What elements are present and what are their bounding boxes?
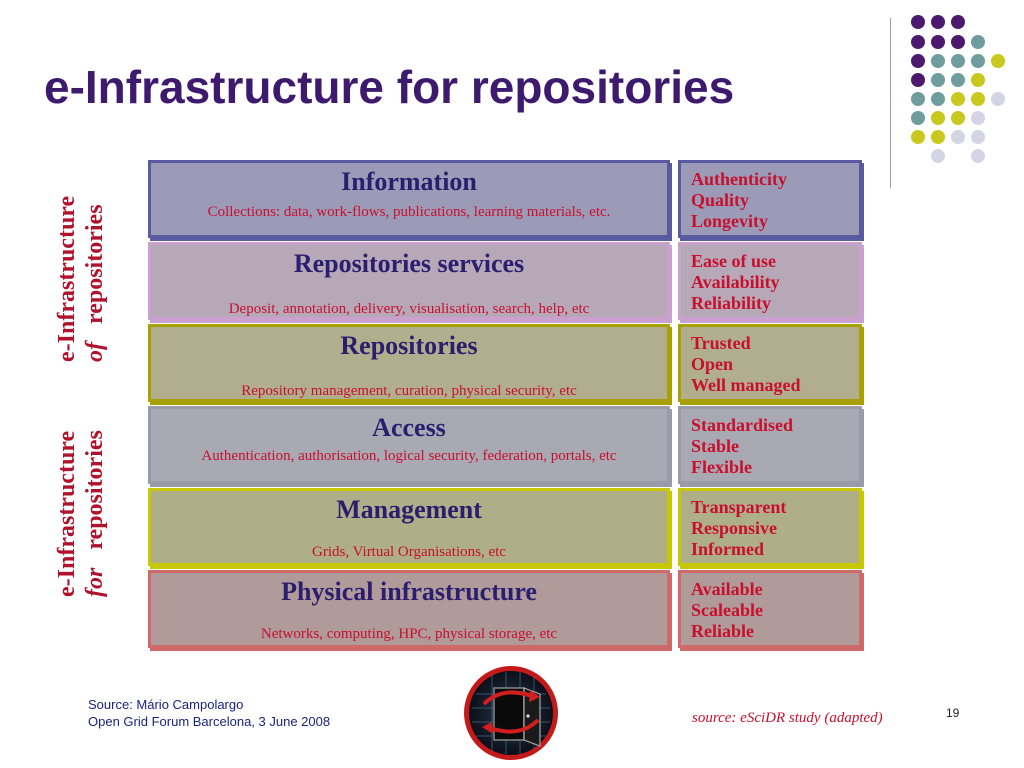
quality-item: Open (691, 354, 734, 374)
decorative-dot (971, 35, 985, 49)
quality-item: Standardised (691, 415, 794, 435)
decorative-dot (911, 15, 925, 29)
layer-band-physical-infrastructure: Physical infrastructure Networks, comput… (148, 570, 670, 648)
layer-description: Authentication, authorisation, logical s… (201, 448, 617, 464)
decorative-dot-grid (911, 15, 1005, 163)
side-label-lower-italic: for (82, 567, 108, 597)
side-label-upper-italic: of (82, 342, 108, 362)
quality-item: Ease of use (691, 251, 776, 271)
layer-band-access: Access Authentication, authorisation, lo… (148, 406, 670, 484)
layer-name: Repositories (340, 331, 478, 360)
quality-item: Available (691, 579, 763, 599)
quality-item: Scaleable (691, 600, 763, 620)
layer-name: Physical infrastructure (281, 577, 537, 606)
quality-item: Well managed (691, 375, 801, 395)
decorative-dot (931, 54, 945, 68)
quality-item: Responsive (691, 518, 778, 538)
decorative-dot (951, 54, 965, 68)
quality-item: Reliability (691, 293, 771, 313)
decorative-dot (971, 111, 985, 125)
side-label-lower-line2: for repositories (81, 430, 109, 597)
decorative-dot (911, 35, 925, 49)
layer-description: Collections: data, work-flows, publicati… (207, 204, 611, 220)
layer-name: Repositories services (293, 249, 525, 278)
decorative-dot (971, 54, 985, 68)
layer-name: Management (336, 495, 482, 524)
decorative-dot (911, 73, 925, 87)
decorative-dot (951, 35, 965, 49)
decorative-dot (931, 35, 945, 49)
quality-item: Authenticity (691, 169, 787, 189)
side-label-upper-line2: of repositories (81, 204, 109, 362)
layer-qualities-information: Authenticity Quality Longevity (678, 160, 862, 238)
layer-qualities-repositories-services: Ease of use Availability Reliability (678, 242, 862, 320)
decorative-dot (951, 111, 965, 125)
decorative-dot (911, 54, 925, 68)
decorative-dot (971, 92, 985, 106)
quality-item: Availability (691, 272, 780, 292)
layer-qualities-physical-infrastructure: Available Scaleable Reliable (678, 570, 862, 648)
layer-qualities-management: Transparent Responsive Informed (678, 488, 862, 566)
study-source: source: eSciDR study (adapted) (692, 710, 883, 726)
decorative-dot (931, 130, 945, 144)
quality-item: Stable (691, 436, 740, 456)
source-line-1: Source: Mário Campolargo (88, 697, 244, 712)
side-label-upper: e-Infrastructure of repositories (53, 195, 113, 362)
page-number: 19 (946, 706, 960, 720)
quality-item: Reliable (691, 621, 754, 641)
side-label-upper-rest: repositories (82, 204, 108, 324)
decorative-dot (971, 149, 985, 163)
decorative-dot (971, 130, 985, 144)
decorative-dot (911, 111, 925, 125)
layer-description: Deposit, annotation, delivery, visualisa… (228, 301, 590, 317)
decorative-dot (951, 15, 965, 29)
layer-description: Grids, Virtual Organisations, etc (312, 544, 506, 560)
layer-band-repositories-services: Repositories services Deposit, annotatio… (148, 242, 670, 320)
layer-name: Access (372, 413, 446, 442)
decorative-divider-line (890, 18, 891, 188)
decorative-dot (911, 130, 925, 144)
decorative-dot (951, 73, 965, 87)
page-title: e-Infrastructure for repositories (44, 61, 735, 113)
door-logo-icon (464, 666, 558, 760)
quality-item: Longevity (691, 211, 769, 231)
decorative-dot (911, 92, 925, 106)
side-label-lower-rest: repositories (82, 430, 108, 550)
layer-description: Networks, computing, HPC, physical stora… (260, 626, 558, 642)
decorative-dot (971, 73, 985, 87)
decorative-dot (931, 73, 945, 87)
decorative-dot (931, 149, 945, 163)
source-credit: Source: Mário Campolargo Open Grid Forum… (88, 696, 330, 730)
decorative-dot (931, 15, 945, 29)
decorative-dot (951, 130, 965, 144)
layer-description: Repository management, curation, physica… (241, 383, 577, 399)
decorative-dot (991, 54, 1005, 68)
quality-item: Flexible (691, 457, 752, 477)
layer-band-information: Information Collections: data, work-flow… (148, 160, 670, 238)
decorative-dot (931, 92, 945, 106)
layer-band-management: Management Grids, Virtual Organisations,… (148, 488, 670, 566)
side-label-lower: e-Infrastructure for repositories (53, 430, 113, 597)
source-line-2: Open Grid Forum Barcelona, 3 June 2008 (88, 714, 331, 729)
decorative-dot (991, 92, 1005, 106)
quality-item: Quality (691, 190, 750, 210)
side-label-upper-line1: e-Infrastructure (54, 195, 80, 362)
layer-qualities-repositories: Trusted Open Well managed (678, 324, 862, 402)
side-label-lower-line1: e-Infrastructure (54, 430, 80, 597)
quality-item: Trusted (691, 333, 751, 353)
decorative-dot (931, 111, 945, 125)
layer-name: Information (341, 167, 477, 196)
decorative-dot (951, 92, 965, 106)
layer-qualities-access: Standardised Stable Flexible (678, 406, 862, 484)
quality-item: Transparent (691, 497, 787, 517)
quality-item: Informed (691, 539, 764, 559)
layer-band-repositories: Repositories Repository management, cura… (148, 324, 670, 402)
